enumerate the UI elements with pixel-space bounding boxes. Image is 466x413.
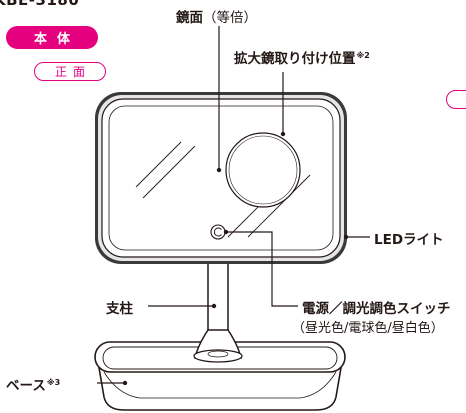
label-base: ベース※3: [6, 374, 60, 394]
label-led-light: LEDライト: [374, 232, 444, 248]
base-tray: [94, 341, 346, 411]
magnifier-position: [225, 132, 301, 208]
label-mirror-surface: 鏡面（等倍）: [176, 6, 257, 26]
label-mirror-paren: （等倍）: [203, 10, 257, 26]
label-magnifier-text: 拡大鏡取り付け位置: [234, 51, 356, 67]
label-switch-modes: （昼光色/電球色/昼白色）: [292, 321, 444, 336]
label-magnifier-note: ※2: [356, 51, 370, 60]
badge-side-view: [446, 90, 466, 109]
badge-front-view: 正面: [34, 62, 106, 81]
label-base-note: ※3: [46, 378, 61, 387]
label-stand: 支柱: [106, 301, 133, 317]
label-base-text: ベース: [6, 378, 46, 394]
label-switch: 電源／調光調色スイッチ: [302, 301, 451, 317]
label-mirror-main: 鏡面: [176, 10, 203, 26]
leader-lines: [97, 26, 370, 386]
model-number: KBE-3180: [0, 0, 80, 9]
badge-main-unit: 本体: [6, 26, 98, 49]
label-magnifier-position: 拡大鏡取り付け位置※2: [234, 47, 370, 67]
power-switch-icon: [210, 224, 226, 240]
stand-pole: [193, 257, 243, 363]
